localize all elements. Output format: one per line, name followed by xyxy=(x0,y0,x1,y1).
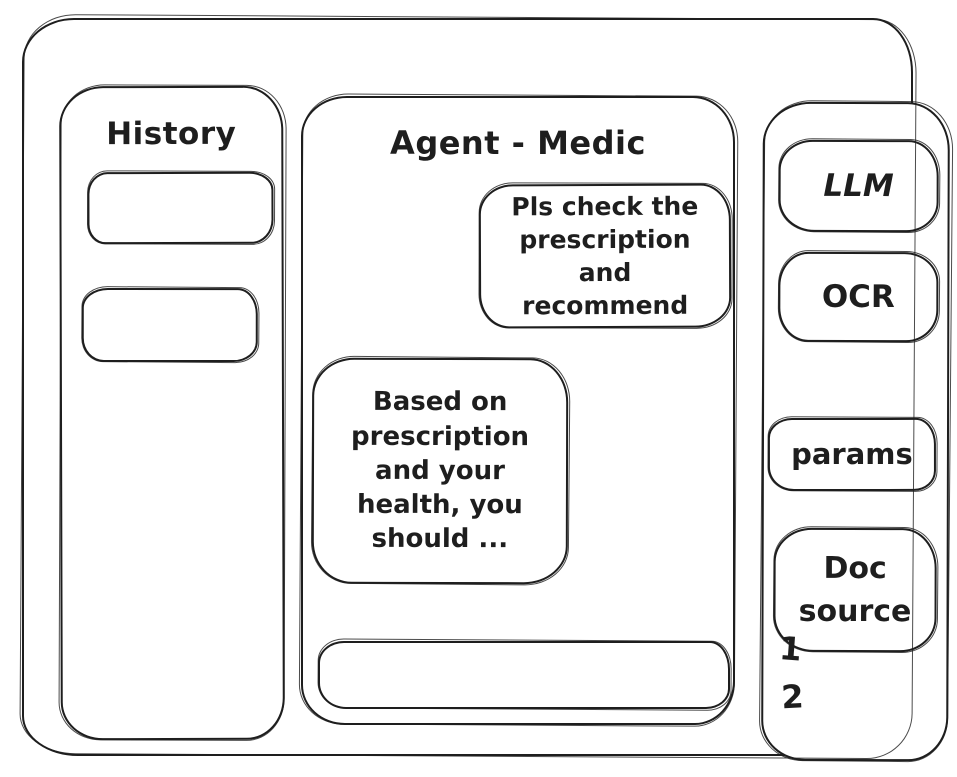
ocr-button[interactable]: OCR xyxy=(778,251,939,343)
tools-sidebar: LLM OCR params Doc source 1 2 xyxy=(761,101,950,762)
history-item[interactable] xyxy=(81,287,258,363)
message-input[interactable] xyxy=(318,641,730,709)
chat-panel: Agent - Medic Pls check the prescription… xyxy=(301,96,735,725)
doc-source-item-2[interactable]: 2 xyxy=(780,677,805,717)
llm-button[interactable]: LLM xyxy=(778,139,939,233)
history-sidebar: History xyxy=(59,85,285,741)
assistant-message-bubble: Based on prescription and your health, y… xyxy=(311,357,569,585)
user-message-bubble: Pls check the prescription and recommend xyxy=(478,183,732,329)
doc-source-item-1[interactable]: 1 xyxy=(778,629,804,669)
params-button[interactable]: params xyxy=(767,417,936,492)
chat-title: Agent - Medic xyxy=(390,124,646,162)
history-item[interactable] xyxy=(87,171,274,245)
history-title: History xyxy=(106,115,237,153)
app-window: History Agent - Medic Pls check the pres… xyxy=(22,18,950,762)
